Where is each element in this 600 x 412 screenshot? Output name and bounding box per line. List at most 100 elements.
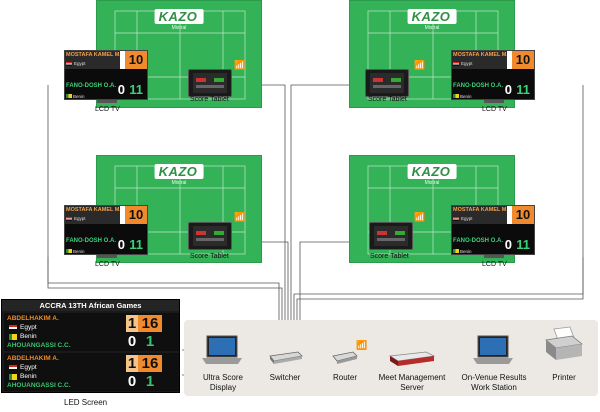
kazo-logo-text: KAZO bbox=[407, 164, 457, 179]
kazo-logo-text: KAZO bbox=[154, 9, 204, 24]
led-row-2: ABDELHAKIM A. Egypt Benin AHOUANGASSI C.… bbox=[4, 353, 179, 391]
kazo-logo-sub: Mistral bbox=[171, 25, 187, 31]
server-line2: Server bbox=[400, 383, 424, 392]
tv-games2: 0 bbox=[504, 82, 512, 97]
wifi-icon: 📶 bbox=[414, 212, 426, 222]
tv-country1: Egypt bbox=[461, 216, 473, 221]
lcd-tv-top-right: MOSTAFA KAMEL M. Egypt 10 FANO-DOSH O.A.… bbox=[451, 50, 535, 103]
workstation-line1: On-Venue Results bbox=[461, 373, 527, 382]
egypt-flag-icon bbox=[453, 62, 459, 66]
lcd-tv-label: LCD TV bbox=[482, 106, 507, 113]
tv-player2: FANO-DOSH O.A. bbox=[453, 83, 504, 89]
led-screen: ACCRA 13TH African Games ABDELHAKIM A. E… bbox=[1, 299, 180, 393]
led-score2: 1 bbox=[145, 333, 155, 350]
led-player2: AHOUANGASSI C.C. bbox=[7, 382, 71, 389]
egypt-flag-icon bbox=[66, 217, 72, 221]
tv-player1: MOSTAFA KAMEL M. bbox=[453, 207, 508, 213]
tv-score1: 10 bbox=[512, 51, 534, 69]
router-label: Router bbox=[332, 373, 357, 382]
server-icon bbox=[388, 351, 436, 366]
lcd-tv-label: LCD TV bbox=[95, 261, 120, 268]
led-country1: Egypt bbox=[20, 364, 37, 371]
led-country2: Benin bbox=[20, 333, 37, 340]
tv-country2: Benin bbox=[73, 94, 85, 99]
led-games2: 0 bbox=[127, 373, 137, 390]
led-title: ACCRA 13TH African Games bbox=[2, 300, 179, 311]
score-tablet-label: Score Tablet bbox=[190, 96, 229, 103]
tv-country2: Benin bbox=[73, 249, 85, 254]
ultra-score-display-line1: Ultra Score bbox=[202, 373, 243, 382]
score-tablet-label: Score Tablet bbox=[190, 253, 229, 260]
led-player1: ABDELHAKIM A. bbox=[7, 355, 59, 362]
tv-score2: 11 bbox=[129, 237, 143, 252]
server-line1: Meet Management bbox=[378, 373, 446, 382]
benin-flag-icon bbox=[9, 374, 17, 380]
led-screen-label: LED Screen bbox=[64, 398, 108, 407]
router-icon bbox=[332, 351, 358, 364]
led-games1: 1 bbox=[126, 315, 138, 332]
led-country2: Benin bbox=[20, 373, 37, 380]
tv-player2: FANO-DOSH O.A. bbox=[453, 238, 504, 244]
benin-flag-icon bbox=[453, 249, 459, 253]
tv-player1: MOSTAFA KAMEL M. bbox=[66, 52, 121, 58]
benin-flag-icon bbox=[453, 94, 459, 98]
led-score1: 16 bbox=[138, 355, 162, 372]
workstation-line2: Work Station bbox=[471, 383, 517, 392]
wifi-icon: 📶 bbox=[414, 60, 426, 70]
led-score2: 1 bbox=[145, 373, 155, 390]
led-games1: 1 bbox=[126, 355, 138, 372]
led-player2: AHOUANGASSI C.C. bbox=[7, 342, 71, 349]
led-score1: 16 bbox=[138, 315, 162, 332]
printer-icon bbox=[545, 326, 583, 360]
tv-games2: 0 bbox=[117, 237, 125, 252]
server-label: Meet Management Server bbox=[376, 373, 448, 393]
tv-country2: Benin bbox=[460, 249, 472, 254]
tv-country1: Egypt bbox=[461, 61, 473, 66]
printer-label: Printer bbox=[552, 373, 576, 382]
egypt-flag-icon bbox=[66, 62, 72, 66]
tv-games2: 0 bbox=[504, 237, 512, 252]
kazo-logo-text: KAZO bbox=[407, 9, 457, 24]
lcd-tv-top-left: MOSTAFA KAMEL M. Egypt 10 FANO-DOSH O.A.… bbox=[64, 50, 148, 103]
score-tablet-bottom-right bbox=[369, 222, 413, 250]
score-tablet-bottom-left bbox=[188, 222, 232, 250]
led-country1: Egypt bbox=[20, 324, 37, 331]
tv-games2: 0 bbox=[117, 82, 125, 97]
tv-score2: 11 bbox=[129, 82, 143, 97]
kazo-logo-sub: Mistral bbox=[424, 25, 440, 31]
lcd-tv-label: LCD TV bbox=[482, 261, 507, 268]
score-tablet-top-left bbox=[188, 69, 232, 97]
switch-icon bbox=[269, 351, 303, 364]
benin-flag-icon bbox=[9, 334, 17, 340]
kazo-logo-sub: Mistral bbox=[171, 180, 187, 186]
wifi-icon: 📶 bbox=[234, 60, 246, 70]
tv-player2: FANO-DOSH O.A. bbox=[66, 83, 117, 89]
benin-flag-icon bbox=[66, 94, 72, 98]
ultra-score-display-label: Ultra Score Display bbox=[196, 373, 250, 393]
led-player1: ABDELHAKIM A. bbox=[7, 315, 59, 322]
wifi-icon: 📶 bbox=[234, 212, 246, 222]
kazo-logo-sub: Mistral bbox=[424, 180, 440, 186]
wifi-icon: 📶 bbox=[356, 340, 368, 350]
lcd-tv-bottom-left: MOSTAFA KAMEL M. Egypt 10 FANO-DOSH O.A.… bbox=[64, 205, 148, 258]
tv-player1: MOSTAFA KAMEL M. bbox=[66, 207, 121, 213]
kazo-logo-text: KAZO bbox=[154, 164, 204, 179]
egypt-flag-icon bbox=[9, 325, 17, 331]
tv-country2: Benin bbox=[460, 94, 472, 99]
tv-country1: Egypt bbox=[74, 216, 86, 221]
egypt-flag-icon bbox=[9, 365, 17, 371]
led-row-1: ABDELHAKIM A. Egypt Benin AHOUANGASSI C.… bbox=[4, 313, 179, 351]
benin-flag-icon bbox=[66, 249, 72, 253]
laptop-icon bbox=[473, 335, 513, 364]
tv-player1: MOSTAFA KAMEL M. bbox=[453, 52, 508, 58]
tv-score1: 10 bbox=[512, 206, 534, 224]
egypt-flag-icon bbox=[453, 217, 459, 221]
tv-country1: Egypt bbox=[74, 61, 86, 66]
switcher-label: Switcher bbox=[269, 373, 301, 382]
tv-score2: 11 bbox=[516, 237, 530, 252]
score-tablet-top-right bbox=[365, 69, 409, 97]
score-tablet-label: Score Tablet bbox=[370, 253, 409, 260]
